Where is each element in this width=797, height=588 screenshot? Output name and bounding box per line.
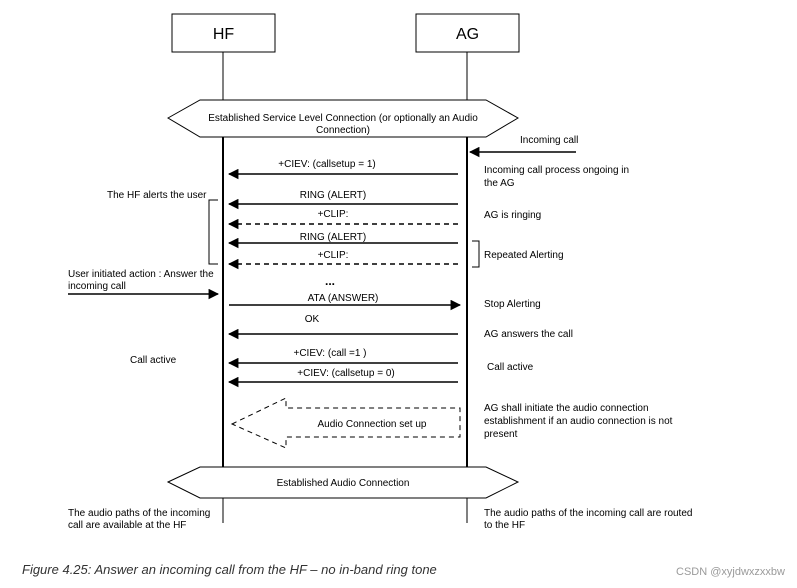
ciev-callsetup-1-label: +CIEV: (callsetup = 1) bbox=[278, 159, 375, 170]
note-process-ongoing-line-2: the AG bbox=[484, 178, 515, 189]
hf-alert-bracket bbox=[208, 199, 218, 265]
note-hf-audio-paths-line-2: call are available at the HF bbox=[68, 520, 186, 531]
note-ag-audio-paths-line-1: The audio paths of the incoming call are… bbox=[484, 508, 692, 519]
audio-setup-label: Audio Connection set up bbox=[318, 419, 427, 430]
note-ag-ringing: AG is ringing bbox=[484, 210, 541, 221]
slc-banner-line-1: Established Service Level Connection (or… bbox=[208, 113, 478, 124]
slc-banner bbox=[167, 99, 519, 138]
figure-caption: Figure 4.25: Answer an incoming call fro… bbox=[22, 562, 437, 577]
audio-banner bbox=[166, 466, 520, 499]
repeated-alert-bracket bbox=[472, 240, 480, 268]
note-ag-initiate-line-1: AG shall initiate the audio connection bbox=[484, 403, 649, 414]
note-stop-alerting: Stop Alerting bbox=[484, 299, 541, 310]
note-ag-answers: AG answers the call bbox=[484, 329, 573, 340]
ciev-callsetup-0-label: +CIEV: (callsetup = 0) bbox=[297, 368, 394, 379]
note-ag-call-active: Call active bbox=[487, 362, 534, 373]
audio-banner-label: Established Audio Connection bbox=[277, 478, 410, 489]
note-repeated-alerting: Repeated Alerting bbox=[484, 250, 564, 261]
note-user-action-line-1: User initiated action : Answer the bbox=[68, 269, 214, 280]
note-ag-audio-paths-line-2: to the HF bbox=[484, 520, 525, 531]
note-incoming-call: Incoming call bbox=[520, 135, 578, 146]
ag-entity-label: AG bbox=[456, 26, 479, 43]
note-hf-audio-paths-line-1: The audio paths of the incoming bbox=[68, 508, 210, 519]
note-ag-initiate-line-2: establishment if an audio connection is … bbox=[484, 416, 673, 427]
note-process-ongoing-line-1: Incoming call process ongoing in bbox=[484, 165, 629, 176]
ag-entity-box bbox=[415, 13, 520, 53]
slc-banner-line-2: Connection) bbox=[316, 125, 370, 136]
note-ag-initiate-line-3: present bbox=[484, 429, 518, 440]
note-hf-call-active: Call active bbox=[130, 355, 177, 366]
hf-entity-box bbox=[171, 13, 276, 53]
hf-entity-label: HF bbox=[213, 26, 235, 43]
note-user-action-line-2: incoming call bbox=[68, 281, 126, 292]
continuation-dots: ... bbox=[325, 274, 335, 288]
watermark: CSDN @xyjdwxzxxbw bbox=[676, 566, 785, 578]
note-hf-alerts: The HF alerts the user bbox=[107, 190, 207, 201]
ring-2-label: RING (ALERT) bbox=[300, 232, 367, 243]
ciev-call-1-label: +CIEV: (call =1 ) bbox=[294, 348, 367, 359]
clip-1-label: +CLIP: bbox=[318, 209, 349, 220]
ata-label: ATA (ANSWER) bbox=[308, 293, 379, 304]
clip-2-label: +CLIP: bbox=[318, 250, 349, 261]
ok-label: OK bbox=[305, 314, 320, 325]
ring-1-label: RING (ALERT) bbox=[300, 190, 367, 201]
audio-setup-block-arrow bbox=[230, 397, 461, 449]
